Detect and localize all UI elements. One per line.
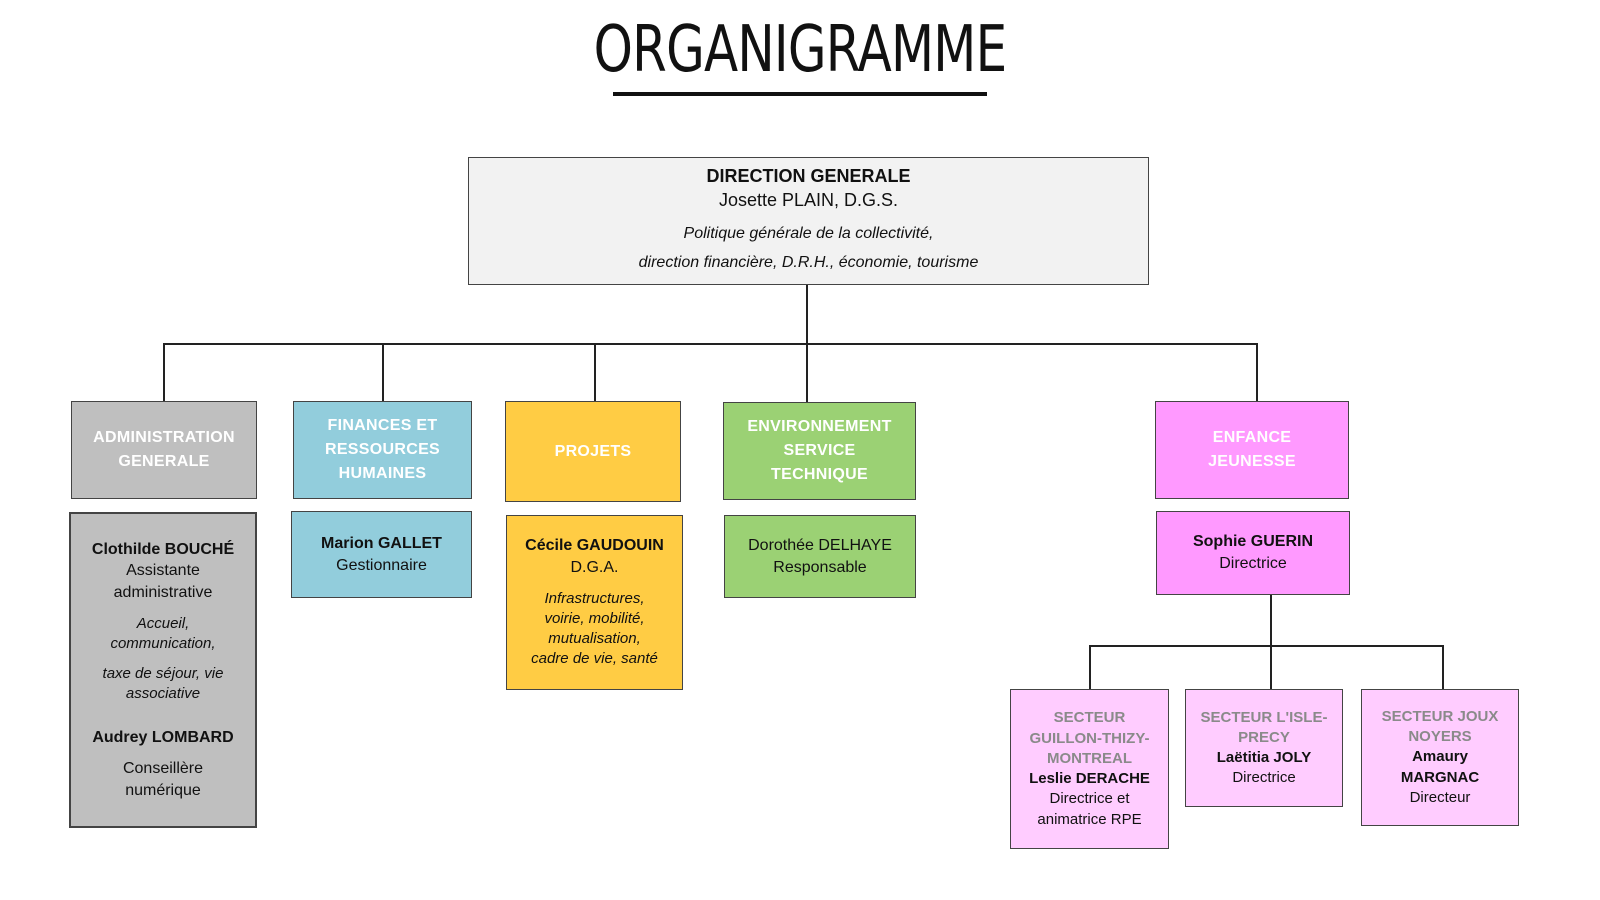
sector-box: SECTEUR JOUX NOYERS Amaury MARGNAC Direc… bbox=[1361, 689, 1519, 826]
direction-heading: DIRECTION GENERALE bbox=[706, 166, 911, 187]
environnement-heading: ENVIRONNEMENT bbox=[747, 418, 892, 435]
environnement-staff-box: Dorothée DELHAYE Responsable bbox=[724, 515, 916, 598]
finances-heading: RESSOURCES bbox=[324, 441, 441, 458]
environnement-heading: SERVICE bbox=[783, 442, 856, 459]
staff-mission: associative bbox=[125, 685, 201, 703]
staff-name: Sophie GUERIN bbox=[1192, 533, 1313, 551]
administration-heading: ADMINISTRATION bbox=[93, 429, 235, 446]
sector-role: Directrice bbox=[1232, 769, 1296, 787]
sector-director: Leslie DERACHE bbox=[1029, 770, 1150, 787]
finances-staff-box: Marion GALLET Gestionnaire bbox=[291, 511, 472, 598]
finances-header: FINANCES ET RESSOURCES HUMAINES bbox=[293, 401, 472, 499]
finances-heading: FINANCES ET bbox=[327, 417, 438, 434]
staff-name: Dorothée DELHAYE bbox=[748, 536, 892, 554]
direction-generale-box: DIRECTION GENERALE Josette PLAIN, D.G.S.… bbox=[468, 157, 1149, 285]
sector-title: SECTEUR bbox=[1053, 709, 1126, 727]
sector-box: SECTEUR GUILLON-THIZY- MONTREAL Leslie D… bbox=[1010, 689, 1169, 849]
direction-desc: Politique générale de la collectivité, bbox=[683, 224, 934, 242]
enfance-staff-box: Sophie GUERIN Directrice bbox=[1156, 511, 1350, 595]
enfance-heading: JEUNESSE bbox=[1208, 453, 1296, 470]
sector-role: Directeur bbox=[1409, 788, 1471, 806]
sector-director: Laëtitia JOLY bbox=[1216, 749, 1312, 766]
direction-person: Josette PLAIN, D.G.S. bbox=[718, 190, 899, 211]
sector-title: SECTEUR L'ISLE- bbox=[1200, 708, 1328, 726]
projets-header: PROJETS bbox=[505, 401, 681, 502]
connector-line bbox=[806, 285, 808, 345]
staff-role: Gestionnaire bbox=[336, 556, 427, 574]
administration-staff-box: Clothilde BOUCHÉ Assistante administrati… bbox=[69, 512, 257, 828]
sector-box: SECTEUR L'ISLE- PRECY Laëtitia JOLY Dire… bbox=[1185, 689, 1343, 807]
sector-director: MARGNAC bbox=[1400, 768, 1480, 786]
projets-staff-box: Cécile GAUDOUIN D.G.A. Infrastructures, … bbox=[506, 515, 683, 690]
staff-role: Directrice bbox=[1219, 555, 1287, 572]
connector-line bbox=[1256, 343, 1258, 401]
connector-line bbox=[163, 343, 165, 401]
sector-role: animatrice RPE bbox=[1037, 810, 1142, 828]
staff-name: Audrey LOMBARD bbox=[92, 728, 234, 746]
sector-title: GUILLON-THIZY- bbox=[1029, 729, 1150, 747]
staff-name: Marion GALLET bbox=[321, 534, 442, 552]
connector-line bbox=[1089, 645, 1444, 647]
environnement-header: ENVIRONNEMENT SERVICE TECHNIQUE bbox=[723, 402, 916, 500]
staff-mission: cadre de vie, santé bbox=[531, 650, 658, 668]
staff-role: numérique bbox=[125, 781, 201, 799]
sector-title: SECTEUR JOUX bbox=[1381, 707, 1499, 725]
connector-line bbox=[1270, 645, 1272, 690]
administration-header: ADMINISTRATION GENERALE bbox=[71, 401, 257, 499]
connector-line bbox=[1442, 645, 1444, 690]
title-underline bbox=[613, 92, 987, 96]
connector-line bbox=[806, 343, 808, 403]
finances-heading: HUMAINES bbox=[338, 465, 427, 482]
connector-line bbox=[382, 343, 384, 401]
direction-desc: direction financière, D.R.H., économie, … bbox=[638, 254, 979, 272]
sector-title: MONTREAL bbox=[1047, 749, 1132, 767]
enfance-heading: ENFANCE bbox=[1212, 429, 1292, 446]
connector-line bbox=[594, 343, 596, 401]
staff-mission: Accueil, bbox=[136, 614, 190, 632]
connector-line bbox=[1270, 595, 1272, 647]
staff-name: Clothilde BOUCHÉ bbox=[91, 540, 235, 558]
sector-director: Amaury bbox=[1412, 748, 1468, 766]
staff-name: Cécile GAUDOUIN bbox=[525, 537, 664, 555]
enfance-header: ENFANCE JEUNESSE bbox=[1155, 401, 1349, 499]
connector-line bbox=[163, 343, 1257, 345]
projets-heading: PROJETS bbox=[554, 442, 632, 460]
staff-mission: communication, bbox=[110, 634, 216, 652]
page-title: ORGANIGRAMME bbox=[593, 13, 1007, 87]
sector-role: Directrice et bbox=[1049, 790, 1130, 808]
staff-mission: mutualisation, bbox=[548, 630, 641, 648]
staff-role: Responsable bbox=[773, 558, 867, 576]
environnement-heading: TECHNIQUE bbox=[771, 466, 868, 483]
staff-role: Conseillère bbox=[122, 760, 204, 778]
sector-title: PRECY bbox=[1238, 728, 1290, 746]
staff-role: D.G.A. bbox=[570, 559, 619, 576]
administration-heading: GENERALE bbox=[118, 453, 210, 470]
staff-mission: taxe de séjour, vie bbox=[102, 665, 224, 682]
staff-mission: Infrastructures, bbox=[544, 589, 645, 607]
connector-line bbox=[1089, 645, 1091, 690]
staff-mission: voirie, mobilité, bbox=[544, 609, 645, 627]
sector-title: NOYERS bbox=[1408, 728, 1472, 746]
staff-role: Assistante bbox=[126, 562, 200, 580]
staff-role: administrative bbox=[113, 583, 213, 601]
